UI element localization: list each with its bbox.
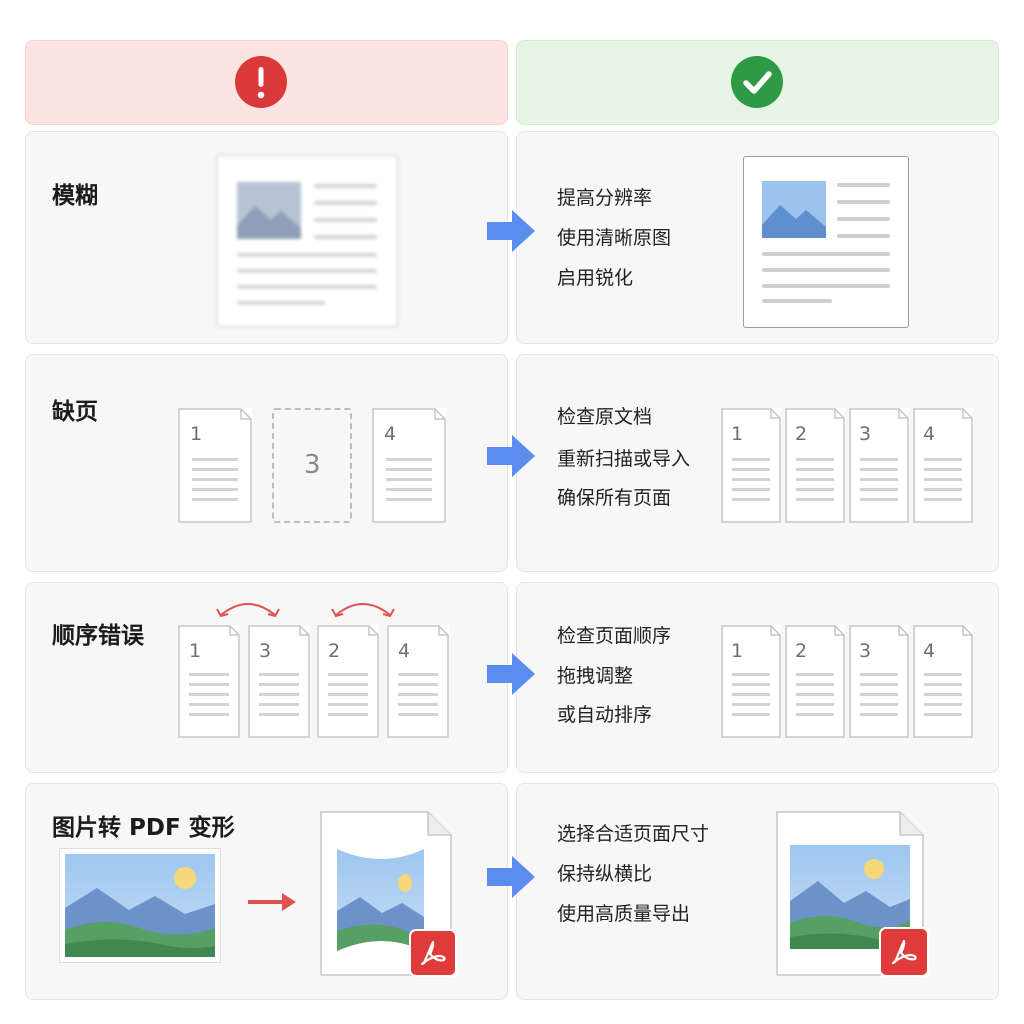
page-number: 1 bbox=[731, 640, 744, 662]
tip: 提高分辨率 bbox=[557, 187, 653, 209]
arrow-right-icon bbox=[487, 435, 535, 477]
page-number: 2 bbox=[328, 640, 341, 662]
document-page-icon bbox=[785, 625, 845, 738]
tip: 确保所有页面 bbox=[557, 487, 672, 509]
page-number: 3 bbox=[859, 640, 872, 662]
row-title-order: 顺序错误 bbox=[52, 623, 144, 649]
check-icon bbox=[731, 56, 783, 108]
tip: 使用高质量导出 bbox=[557, 903, 691, 925]
distorted-pdf-document bbox=[320, 811, 452, 976]
arrow-right-icon bbox=[487, 653, 535, 695]
document-page-icon bbox=[372, 408, 446, 523]
tip: 选择合适页面尺寸 bbox=[557, 823, 710, 845]
document-page-icon bbox=[849, 625, 909, 738]
pdf-badge-icon bbox=[409, 929, 457, 977]
missing-page-placeholder bbox=[272, 408, 352, 523]
document-page-icon bbox=[317, 625, 379, 738]
pdf-badge-icon bbox=[879, 927, 929, 977]
tip: 重新扫描或导入 bbox=[557, 448, 691, 470]
page-number: 2 bbox=[795, 423, 808, 445]
tip: 启用锐化 bbox=[557, 267, 634, 289]
missing-page-number: 3 bbox=[304, 450, 321, 480]
tip: 保持纵横比 bbox=[557, 863, 653, 885]
page-number: 1 bbox=[189, 640, 202, 662]
page-number: 3 bbox=[259, 640, 272, 662]
tip: 拖拽调整 bbox=[557, 665, 634, 687]
tip: 使用清晰原图 bbox=[557, 227, 672, 249]
swap-arrow-icon bbox=[331, 603, 395, 618]
document-page-icon bbox=[785, 408, 845, 523]
page-number: 4 bbox=[398, 640, 411, 662]
document-page-icon bbox=[387, 625, 449, 738]
tip: 或自动排序 bbox=[557, 704, 653, 726]
document-page-icon bbox=[178, 408, 252, 523]
landscape-photo-icon bbox=[59, 848, 221, 963]
document-page-icon bbox=[178, 625, 240, 738]
swap-arrow-icon bbox=[216, 603, 280, 618]
arrow-right-icon bbox=[487, 856, 535, 898]
page-number: 4 bbox=[384, 423, 397, 445]
row-title-missing: 缺页 bbox=[52, 399, 98, 425]
page-number: 1 bbox=[731, 423, 744, 445]
document-page-icon bbox=[913, 625, 973, 738]
arrow-right-icon bbox=[248, 893, 296, 911]
page-number: 1 bbox=[190, 423, 203, 445]
exclamation-icon bbox=[235, 56, 287, 108]
blurry-document bbox=[216, 155, 398, 327]
row-title-distort: 图片转 PDF 变形 bbox=[52, 815, 235, 841]
document-page-icon bbox=[721, 408, 781, 523]
tip: 检查原文档 bbox=[557, 406, 653, 428]
image-placeholder-icon bbox=[237, 182, 301, 239]
document-page-icon bbox=[248, 625, 310, 738]
document-page-icon bbox=[913, 408, 973, 523]
tip: 检查页面顺序 bbox=[557, 625, 672, 647]
page-number: 2 bbox=[795, 640, 808, 662]
page-number: 3 bbox=[859, 423, 872, 445]
arrow-right-icon bbox=[487, 210, 535, 252]
page-number: 4 bbox=[923, 423, 936, 445]
document-page-icon bbox=[721, 625, 781, 738]
document-page-icon bbox=[849, 408, 909, 523]
image-placeholder-icon bbox=[762, 181, 826, 238]
row-title-blur: 模糊 bbox=[52, 183, 98, 209]
page-number: 4 bbox=[923, 640, 936, 662]
sharp-document bbox=[743, 156, 909, 328]
